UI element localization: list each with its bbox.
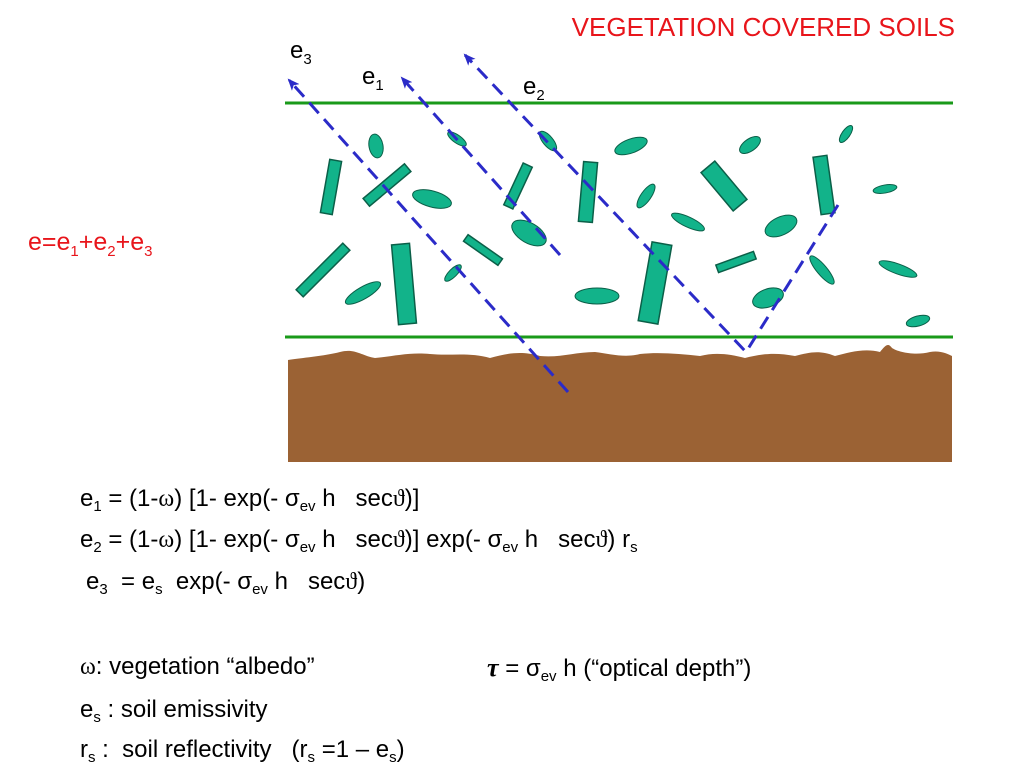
leaf <box>739 136 761 154</box>
ray-e3-arrow <box>287 78 570 393</box>
ray-label-e1: e1 <box>362 63 384 94</box>
equation-e3: e3 = es exp(- σev h secϑ) <box>86 568 366 598</box>
definition-tau: τ = σev h (“optical depth”) <box>487 653 752 685</box>
leaf <box>872 184 898 194</box>
leaf <box>344 281 382 305</box>
equation-e1: e1 = (1-ω) [1- exp(- σev h secϑ)] <box>80 485 420 515</box>
stem <box>295 242 351 298</box>
total-emission-label: e=e1+e2+e3 <box>28 228 152 260</box>
stem <box>362 162 412 208</box>
definition-rs: rs : soil reflectivity (rs =1 – es) <box>80 736 405 766</box>
leaf <box>809 255 835 285</box>
stem <box>637 241 673 325</box>
stem <box>390 242 418 326</box>
leaf <box>905 314 931 328</box>
ray-label-e3: e3 <box>290 37 312 68</box>
diagram-title: VEGETATION COVERED SOILS <box>572 12 955 42</box>
equation-e2: e2 = (1-ω) [1- exp(- σev h secϑ)] exp(- … <box>80 526 638 556</box>
ray-e2-arrow <box>463 53 840 355</box>
stem <box>462 233 504 267</box>
stem <box>577 160 599 224</box>
leaf <box>614 136 648 156</box>
leaf <box>574 287 620 305</box>
soil-layer <box>288 345 952 462</box>
leaf <box>671 212 705 232</box>
leaf <box>764 214 798 238</box>
ray-e1-arrow <box>400 76 562 256</box>
leaf <box>511 219 547 247</box>
leaf <box>752 287 784 309</box>
stem <box>812 154 836 216</box>
stem <box>502 162 534 210</box>
leaf <box>368 133 384 159</box>
definition-es: es : soil emissivity <box>80 696 268 726</box>
leaf <box>878 260 918 278</box>
leaf <box>636 183 656 209</box>
definition-omega: ω: vegetation “albedo” <box>80 653 315 680</box>
leaf <box>412 189 452 209</box>
stem <box>319 158 343 216</box>
leaf <box>838 124 854 144</box>
ray-label-e2: e2 <box>523 73 545 104</box>
stem <box>699 160 749 212</box>
stem <box>714 250 758 274</box>
